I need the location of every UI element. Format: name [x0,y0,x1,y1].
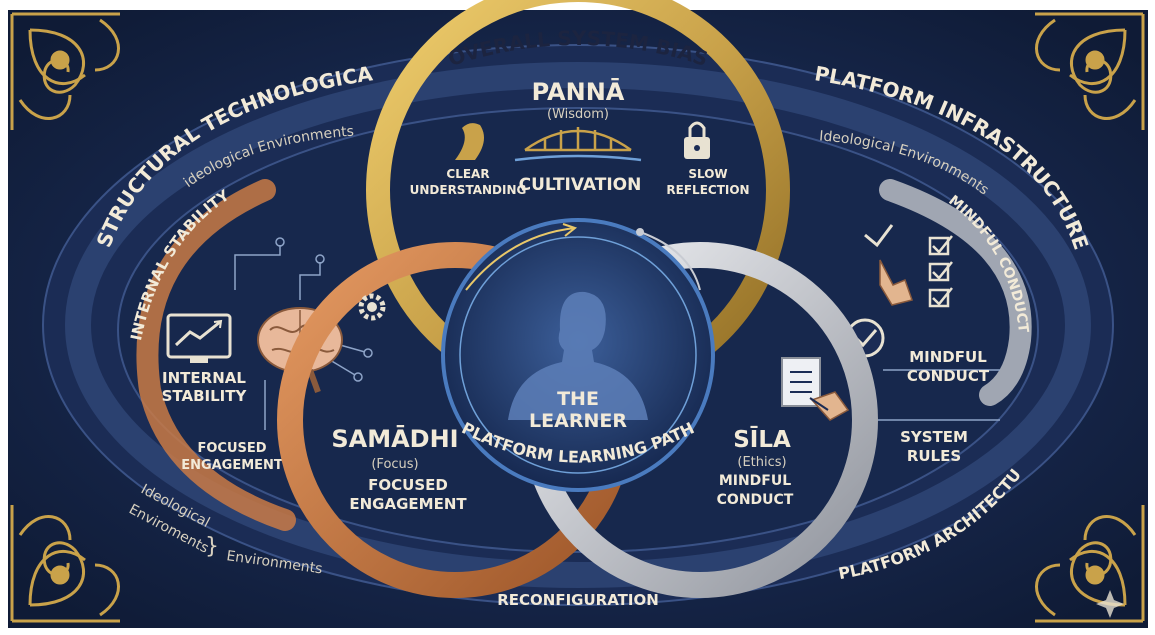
brace-icon: } [205,534,219,559]
road-icon [455,123,484,160]
circuit-lines [234,237,373,430]
sila-line-2: CONDUCT [717,492,794,508]
hand-pointing-icon [864,224,913,306]
writing-hand-icon [809,391,850,421]
internal-stability-label-2: STABILITY [162,387,248,405]
internal-stability-band [136,179,296,531]
arrow-head-icon [562,223,578,237]
panna-title: PANNĀ [532,77,625,106]
panna-right-label-2: REFLECTION [666,183,749,197]
checklist-icon [928,235,953,308]
sparkle-icon [1096,590,1124,618]
samadhi-line-1: FOCUSED [368,476,448,494]
learner-label-2: LEARNER [529,410,627,432]
sila-title: SĪLA [733,425,791,453]
bridge-icon [514,127,642,162]
samadhi-subtitle: (Focus) [371,457,418,472]
right-mindful-label-2: CONDUCT [907,367,990,385]
corner-ornament-top-right [1035,12,1145,130]
corner-ornament-bottom-right [1035,505,1145,623]
sila-line-1: MINDFUL [719,473,791,489]
right-mindful-label-1: MINDFUL [909,348,987,366]
gear-icon [358,293,386,321]
samadhi-line-2: ENGAGEMENT [349,495,467,513]
internal-stability-label-1: INTERNAL [162,369,246,387]
monitor-chart-icon [166,313,232,363]
corner-ornament-top-left [10,12,120,130]
panna-subtitle: (Wisdom) [547,107,609,122]
system-rules-label-2: RULES [907,447,961,465]
panna-left-label-2: UNDERSTANDING [410,183,527,197]
learner-inner-ring [459,236,697,474]
outer-band [65,62,1091,588]
panna-left-label-1: CLEAR [446,167,489,181]
learner-label-1: THE [557,388,599,410]
path-arc [639,231,701,291]
lock-icon [684,121,710,159]
sila-subtitle: (Ethics) [737,455,786,470]
left-focused-label-2: ENGAGEMENT [181,458,283,473]
reconfiguration-label: RECONFIGURATION [497,591,659,609]
left-focused-label-1: FOCUSED [197,441,266,456]
samadhi-title: SAMĀDHI [331,424,458,453]
system-rules-label-1: SYSTEM [900,428,968,446]
learner-silhouette-icon [508,291,648,420]
panna-right-label-1: SLOW [688,167,727,181]
path-arrow [465,227,576,291]
panna-center-label: CULTIVATION [519,175,642,195]
mindful-conduct-band [879,179,1032,406]
document-icon [781,357,821,407]
corner-ornament-bottom-left [10,505,120,623]
